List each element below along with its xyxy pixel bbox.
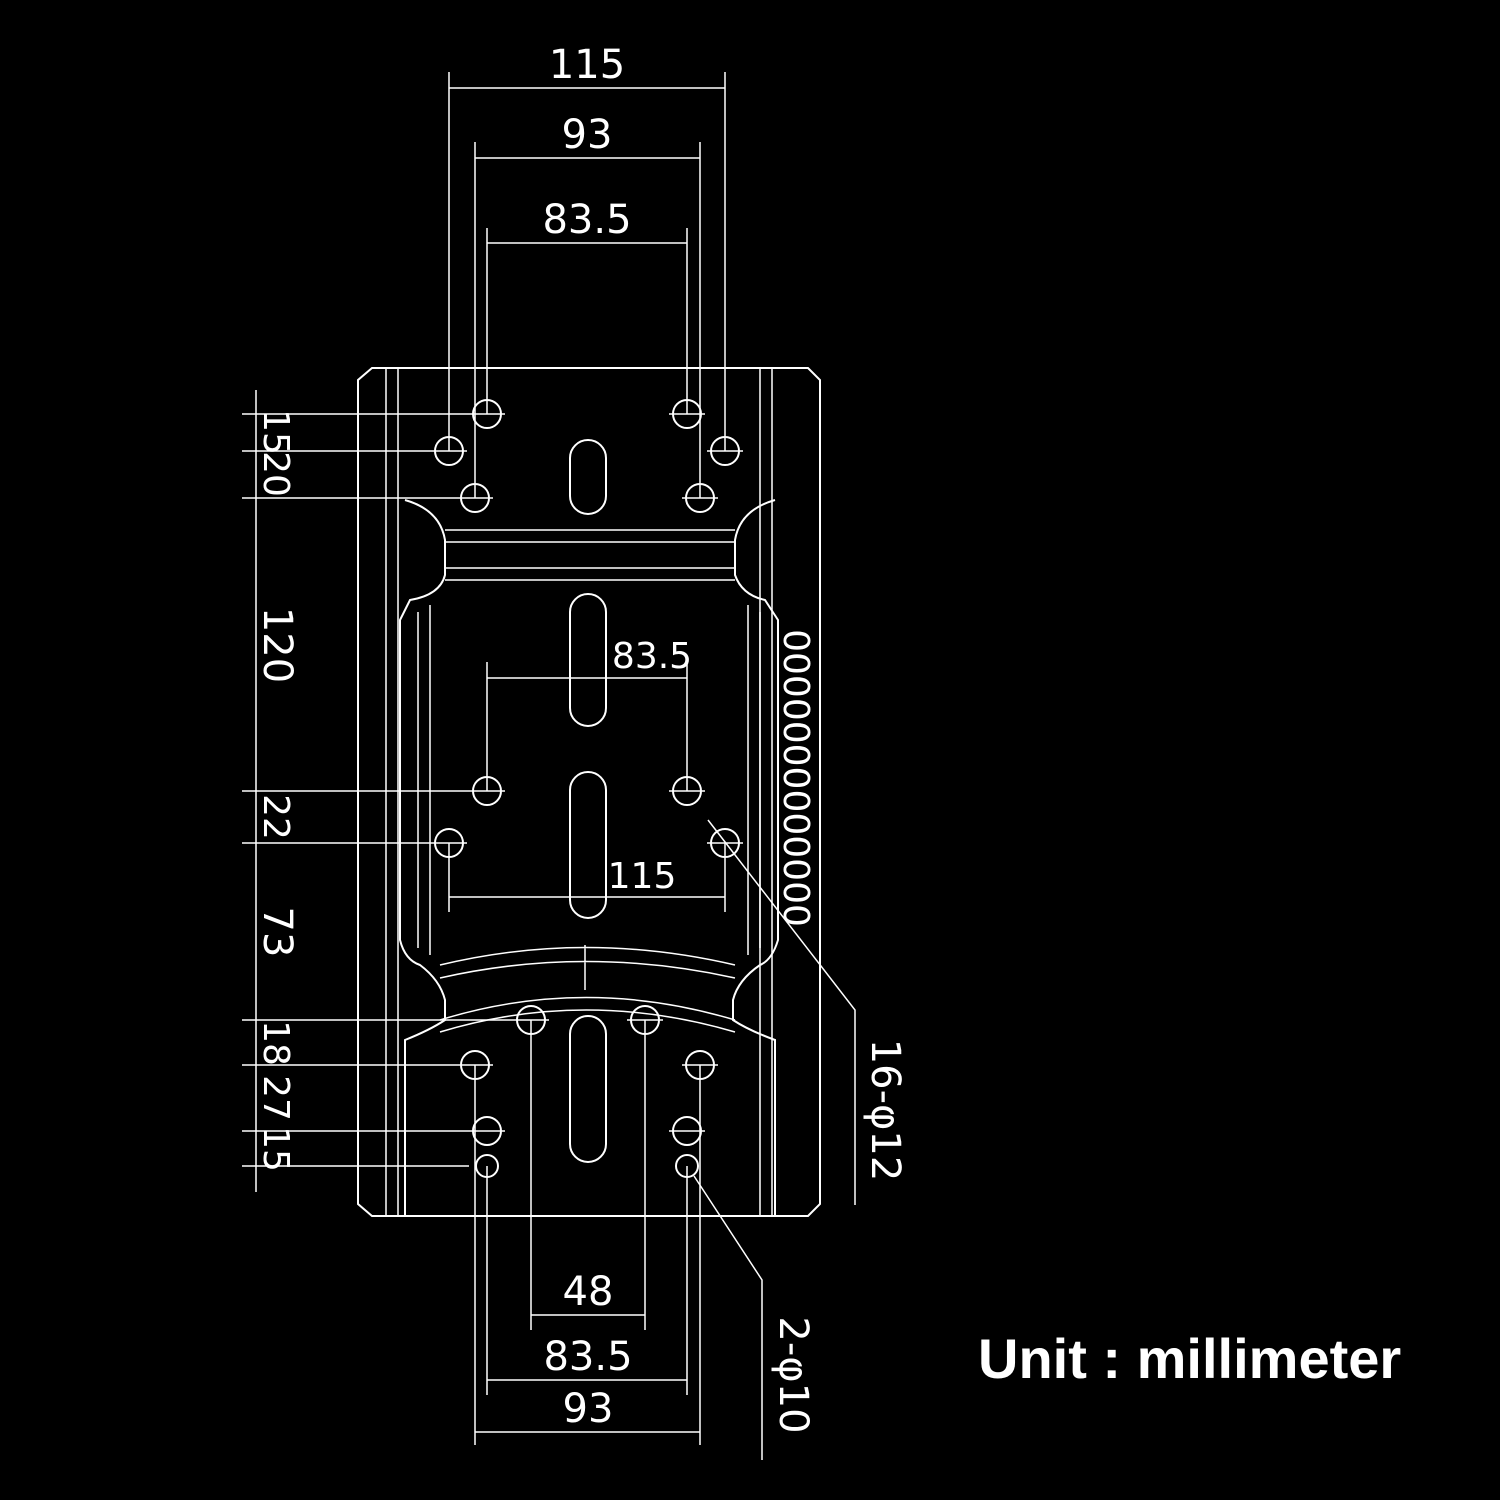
dim-left-73: 73	[254, 907, 300, 958]
plate-outline	[357, 367, 821, 1217]
top-extension-lines	[448, 72, 726, 498]
upper-window	[399, 499, 779, 1216]
plate-right-rail	[759, 368, 773, 1216]
upper-channel	[445, 529, 735, 581]
dim-left-27: 27	[255, 1075, 296, 1121]
callout-leader-10	[693, 1175, 763, 1460]
dim-top-115: 115	[549, 42, 625, 88]
dim-top-93: 93	[562, 112, 613, 158]
hole-group	[434, 399, 740, 1178]
dim-bottom-83-5: 83.5	[543, 1334, 632, 1380]
slot-bottom	[569, 1015, 607, 1163]
dim-mid-115: 115	[608, 856, 677, 897]
dim-bottom-93: 93	[563, 1386, 614, 1432]
dim-left-15-bottom: 15	[255, 1126, 296, 1172]
inner-window-outline	[417, 605, 761, 955]
dim-mid-83-5: 83.5	[612, 636, 692, 677]
mid-dim-lines	[448, 662, 726, 912]
left-dim-labels: 15 20 120 22 73 18 27 15	[254, 409, 300, 1172]
dim-top-83-5: 83.5	[542, 197, 631, 243]
top-dim-lines	[449, 87, 725, 244]
bottom-extension-lines	[474, 1020, 701, 1445]
dim-left-18: 18	[255, 1020, 296, 1066]
plate-left-rail	[385, 368, 399, 1216]
callout-2-holes: 2-φ10	[770, 1316, 816, 1433]
dim-left-15-top: 15	[255, 409, 296, 455]
slot-mid-upper	[569, 593, 607, 727]
callout-leader-12	[707, 819, 856, 1205]
dim-left-20: 20	[255, 451, 296, 497]
dim-left-22: 22	[255, 794, 296, 840]
callout-16-holes: 16-φ12	[862, 1039, 908, 1182]
lower-arc-channel	[439, 945, 736, 1033]
unit-label: Unit : millimeter	[978, 1327, 1401, 1390]
dim-bottom-48: 48	[563, 1269, 614, 1315]
slot-mid-lower	[569, 771, 607, 919]
left-extension-lines	[242, 413, 513, 1167]
slot-top	[569, 439, 607, 515]
side-markings: 0000000000000	[775, 629, 816, 927]
dim-left-120: 120	[254, 607, 300, 683]
bottom-dim-lines	[475, 1314, 700, 1433]
